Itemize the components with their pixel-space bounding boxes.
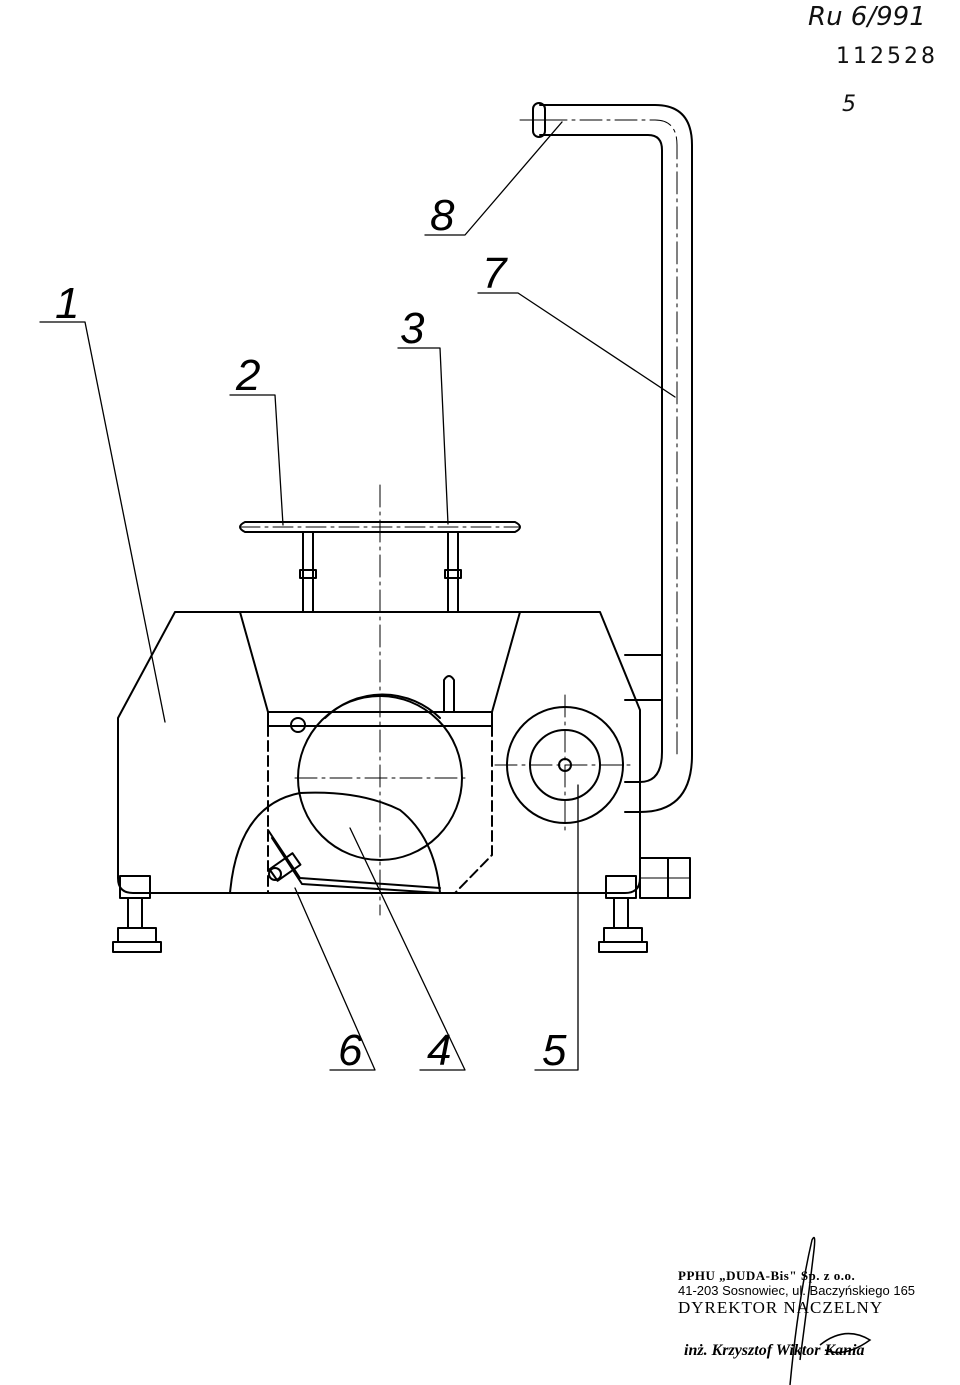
hopper-shroud <box>229 791 441 894</box>
leader-lines <box>39 121 676 1071</box>
callout-6: 6 <box>338 1026 363 1075</box>
stamp-title: DYREKTOR NACZELNY <box>678 1298 884 1317</box>
motor-unit <box>494 694 636 836</box>
document-reference: Ru 6/991 <box>808 2 926 32</box>
callout-3: 3 <box>400 304 425 353</box>
housing-body <box>117 611 641 894</box>
stamp-signatory: inż. Krzysztof Wiktor Kania <box>684 1342 865 1359</box>
guide-pin <box>443 675 455 713</box>
stamp-company: PPHU „DUDA-Bis" Sp. z o.o. <box>678 1268 856 1283</box>
right-foot <box>598 875 648 953</box>
callout-8: 8 <box>430 191 455 240</box>
callout-2: 2 <box>235 351 260 400</box>
outlet-nozzle <box>639 857 691 899</box>
signature-icon <box>789 1236 872 1385</box>
bottom-tray <box>267 829 441 894</box>
left-foot <box>112 875 162 953</box>
document-number: 112528 <box>836 44 938 69</box>
callout-7: 7 <box>482 249 508 298</box>
stamp-address: 41-203 Sosnowiec, ul. Baczyńskiego 165 <box>678 1283 916 1298</box>
callout-4: 4 <box>427 1026 451 1075</box>
callout-1: 1 <box>55 279 79 328</box>
callout-5: 5 <box>542 1026 567 1075</box>
handle-tube <box>519 102 693 813</box>
sheet-number: 5 <box>842 92 856 117</box>
